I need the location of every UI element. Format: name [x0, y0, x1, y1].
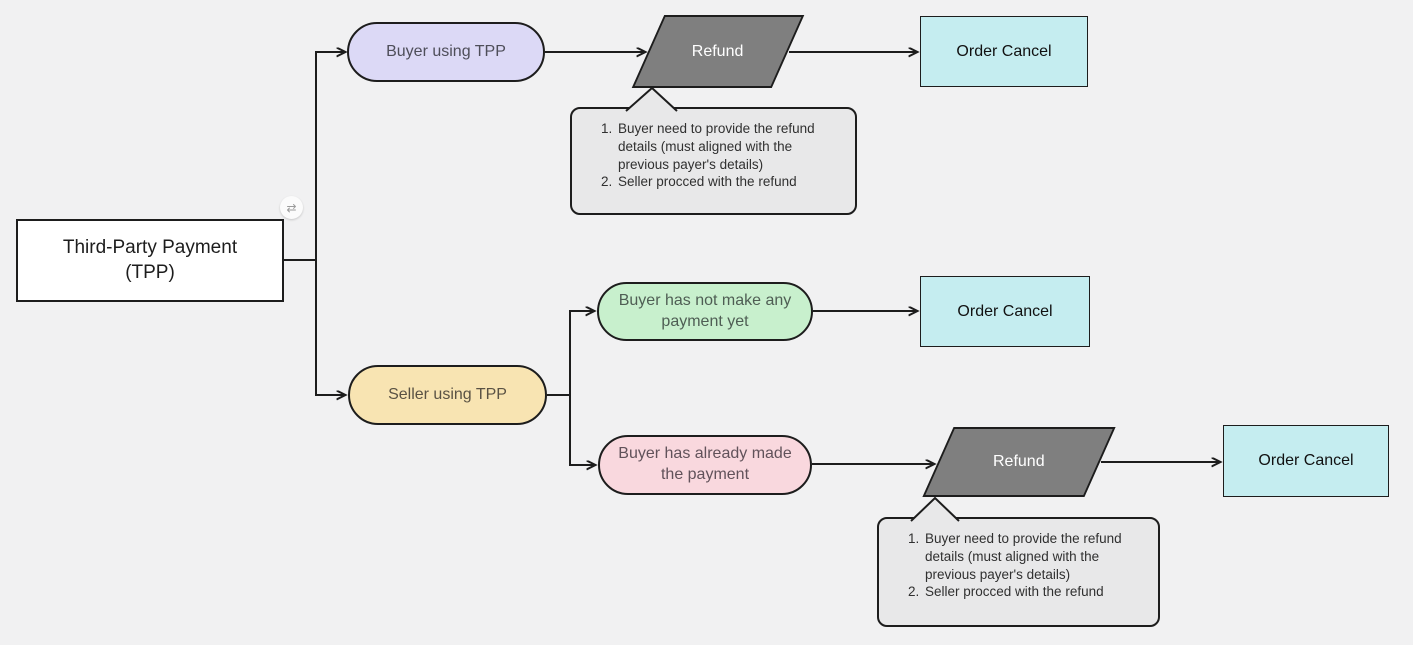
- edge-tpp-to-buyer[interactable]: [315, 52, 344, 260]
- node-order-cancel-right[interactable]: Order Cancel: [1223, 425, 1389, 497]
- edge-seller-to-nopayment[interactable]: [569, 311, 593, 395]
- note-list: Buyer need to provide the refund details…: [572, 120, 849, 191]
- note-item: Seller procced with the refund: [923, 583, 1125, 601]
- node-label: Order Cancel: [956, 42, 1052, 60]
- node-buyer-already-paid[interactable]: Buyer has already made the payment: [598, 435, 812, 495]
- note-item: Buyer need to provide the refund details…: [923, 530, 1125, 583]
- node-order-cancel-mid[interactable]: Order Cancel: [920, 276, 1090, 347]
- note-item: Buyer need to provide the refund details…: [616, 120, 818, 173]
- node-buyer-no-payment[interactable]: Buyer has not make any payment yet: [597, 282, 813, 341]
- node-label: Order Cancel: [1258, 452, 1354, 469]
- node-label: Buyer using TPP: [386, 42, 506, 60]
- node-label: Buyer has already made the payment: [618, 445, 792, 483]
- node-label: Order Cancel: [957, 302, 1053, 320]
- node-third-party-payment[interactable]: Third-Party Payment (TPP): [16, 219, 284, 302]
- node-label: Third-Party Payment (TPP): [62, 236, 238, 283]
- note-refund-steps-bottom[interactable]: Buyer need to provide the refund details…: [877, 517, 1160, 627]
- note-list: Buyer need to provide the refund details…: [879, 530, 1152, 601]
- edge-tpp-to-seller[interactable]: [315, 260, 344, 395]
- node-seller-using-tpp[interactable]: Seller using TPP: [348, 365, 547, 425]
- note-item: Seller procced with the refund: [616, 173, 818, 191]
- edge-seller-to-paid[interactable]: [569, 395, 594, 465]
- node-label: Refund: [993, 453, 1045, 470]
- node-refund-bottom[interactable]: Refund: [922, 427, 1116, 497]
- node-label: Buyer has not make any payment yet: [618, 291, 792, 330]
- node-buyer-using-tpp[interactable]: Buyer using TPP: [347, 22, 545, 82]
- node-refund-top[interactable]: Refund: [631, 15, 805, 88]
- node-order-cancel-top[interactable]: Order Cancel: [920, 16, 1088, 87]
- node-label: Seller using TPP: [388, 385, 507, 403]
- note-refund-steps-top[interactable]: Buyer need to provide the refund details…: [570, 107, 857, 215]
- swap-icon[interactable]: ⇄: [280, 196, 303, 219]
- node-label: Refund: [692, 42, 744, 60]
